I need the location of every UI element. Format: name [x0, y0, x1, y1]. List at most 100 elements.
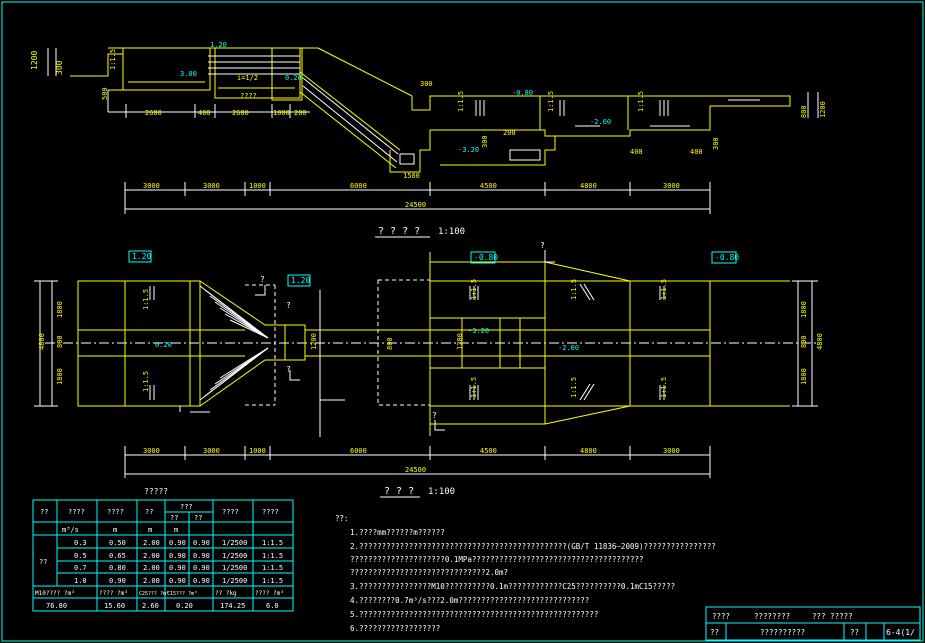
plan-q1: ? — [260, 275, 265, 284]
plan-q5: ? — [432, 411, 437, 420]
note-line-5: 3.????????????????M10??????????0.1m?????… — [350, 582, 675, 591]
pldim-s1: 3000 — [143, 447, 160, 455]
dim-400c: 400 — [690, 148, 703, 156]
elev-3-00: 3.00 — [180, 70, 197, 78]
note-line-2: 2.??????????????????????????????????????… — [350, 542, 716, 551]
dim-1200-right: 1200 — [819, 101, 827, 118]
plan-elev-n0-80-b: -0.80 — [715, 253, 739, 262]
dim-400b: 400 — [630, 148, 643, 156]
pdim-s3: 1000 — [249, 182, 266, 190]
profile-view: 1200 300 500 1:1.5 2600 400 2600 1000 20… — [30, 41, 827, 180]
design-table — [32, 499, 294, 612]
title-block — [705, 606, 921, 641]
elev-n2-00: -2.00 — [590, 118, 611, 126]
cell: 0.90 — [193, 539, 210, 547]
elev-0-20: 0.20 — [285, 74, 302, 82]
pldim-s6: 4800 — [580, 447, 597, 455]
plan-dim-l1800b: 1800 — [56, 368, 64, 385]
plan-right-channel — [430, 280, 711, 407]
dim-1500: 1500 — [403, 172, 420, 180]
plan-dim-l800: 800 — [56, 335, 64, 348]
profile-dim-chain: 3000 3000 1000 6000 4500 4800 3000 24500 — [124, 182, 711, 214]
profile-title: ? ? ? ? — [378, 226, 420, 237]
water-label: ???? — [240, 92, 257, 100]
plan-dim-r1800b: 1800 — [800, 368, 808, 385]
cell: 0.3 — [74, 539, 87, 547]
plan-dim-r800: 800 — [800, 335, 808, 348]
dim-2600a: 2600 — [145, 109, 162, 117]
tb-r2c3: ?? — [850, 628, 859, 637]
profile-right-channel — [412, 95, 791, 111]
plan-q4: ? — [286, 365, 291, 374]
plan-slope-3: 1:1.5 — [470, 279, 478, 300]
qty-value: 6.0 — [266, 602, 279, 610]
slope-label-r3: 1:1.5 — [637, 91, 645, 112]
note-line-7: 5.??????????????????????????????????????… — [350, 610, 598, 619]
plan-view: 1.20 1.20 0.20 -0.80 -0.80 -3.20 -2.00 4… — [34, 241, 824, 437]
plan-dim-r4800: 4800 — [816, 333, 824, 350]
cell: 2.00 — [143, 539, 160, 547]
tb-r2c4: 6-4(1/ — [886, 628, 915, 637]
elev-1-20: 1.20 — [210, 41, 227, 49]
plan-slope-1: 1:1.5 — [142, 289, 150, 310]
cell: 2.00 — [143, 564, 160, 572]
cell: 0.5 — [74, 552, 87, 560]
profile-pipe-bottom — [299, 91, 397, 169]
cell: 0.90 — [169, 577, 186, 585]
profile-scale: 1:100 — [438, 227, 465, 237]
qty-header: M10???? ?m³ — [35, 590, 75, 597]
pldim-s4: 6000 — [350, 447, 367, 455]
cell: 0.90 — [169, 552, 186, 560]
qty-value: 174.25 — [220, 602, 245, 610]
plan-elev-n3-20: -3.20 — [468, 327, 489, 335]
note-line-6: 4.????????0.7m³/s???2.0m????????????????… — [350, 596, 589, 605]
dim-300-left: 300 — [55, 60, 64, 75]
pldim-s5: 4500 — [480, 447, 497, 455]
plan-dim-w1200b: 1200 — [310, 333, 318, 350]
tb-r1c2: ???????? — [754, 612, 790, 621]
table-group-label: ?? — [39, 558, 47, 566]
plan-dim-w800: 800 — [386, 337, 394, 350]
cell: 1.0 — [74, 577, 87, 585]
cell: 1/2500 — [222, 539, 247, 547]
cell: 1:1.5 — [262, 552, 283, 560]
plan-q2: ? — [540, 241, 545, 250]
cell: 1/2500 — [222, 552, 247, 560]
pdim-s5: 4500 — [480, 182, 497, 190]
plan-slope-5: 1:1.5 — [570, 279, 578, 300]
cell: 1:1.5 — [262, 564, 283, 572]
unit-3: m — [148, 526, 152, 534]
plan-slope-6: 1:1.5 — [570, 377, 578, 398]
pldim-total: 24500 — [405, 466, 426, 474]
cell: 0.80 — [109, 564, 126, 572]
pdim-s2: 3000 — [203, 182, 220, 190]
elev-n0-80: -0.80 — [512, 89, 533, 97]
qty-header: ???? ?m³ — [255, 590, 284, 597]
th-4: ?? — [145, 508, 153, 516]
note-line-3: ?????????????????????0.1MPa?????????????… — [350, 555, 644, 564]
th-7: ???? — [262, 508, 279, 516]
cell: 0.65 — [109, 552, 126, 560]
qty-header: C25??? ?m³ — [139, 591, 169, 597]
cell: 0.90 — [193, 577, 210, 585]
qty-header: ?? ?kg — [215, 590, 237, 597]
dim-800-right: 800 — [800, 105, 808, 118]
plan-dim-w1200: 1200 — [456, 333, 464, 350]
cell: 0.90 — [193, 552, 210, 560]
th-3: ???? — [107, 508, 124, 516]
cell: 1/2500 — [222, 564, 247, 572]
cell: 0.50 — [109, 539, 126, 547]
unit-1: m³/s — [62, 526, 79, 534]
plan-elev-1-20-mid: 1.20 — [291, 276, 310, 285]
plan-dim-r1800a: 1800 — [800, 301, 808, 318]
pdim-s4: 6000 — [350, 182, 367, 190]
dim-300c: 300 — [481, 135, 489, 148]
dim-500: 500 — [101, 87, 109, 100]
cell: 1/2500 — [222, 577, 247, 585]
pdim-s7: 3000 — [663, 182, 680, 190]
th-1: ?? — [40, 508, 48, 516]
plan-q3: ? — [286, 301, 291, 310]
notes: ??: 1.????mm??????m?????? 2.????????????… — [335, 514, 716, 633]
